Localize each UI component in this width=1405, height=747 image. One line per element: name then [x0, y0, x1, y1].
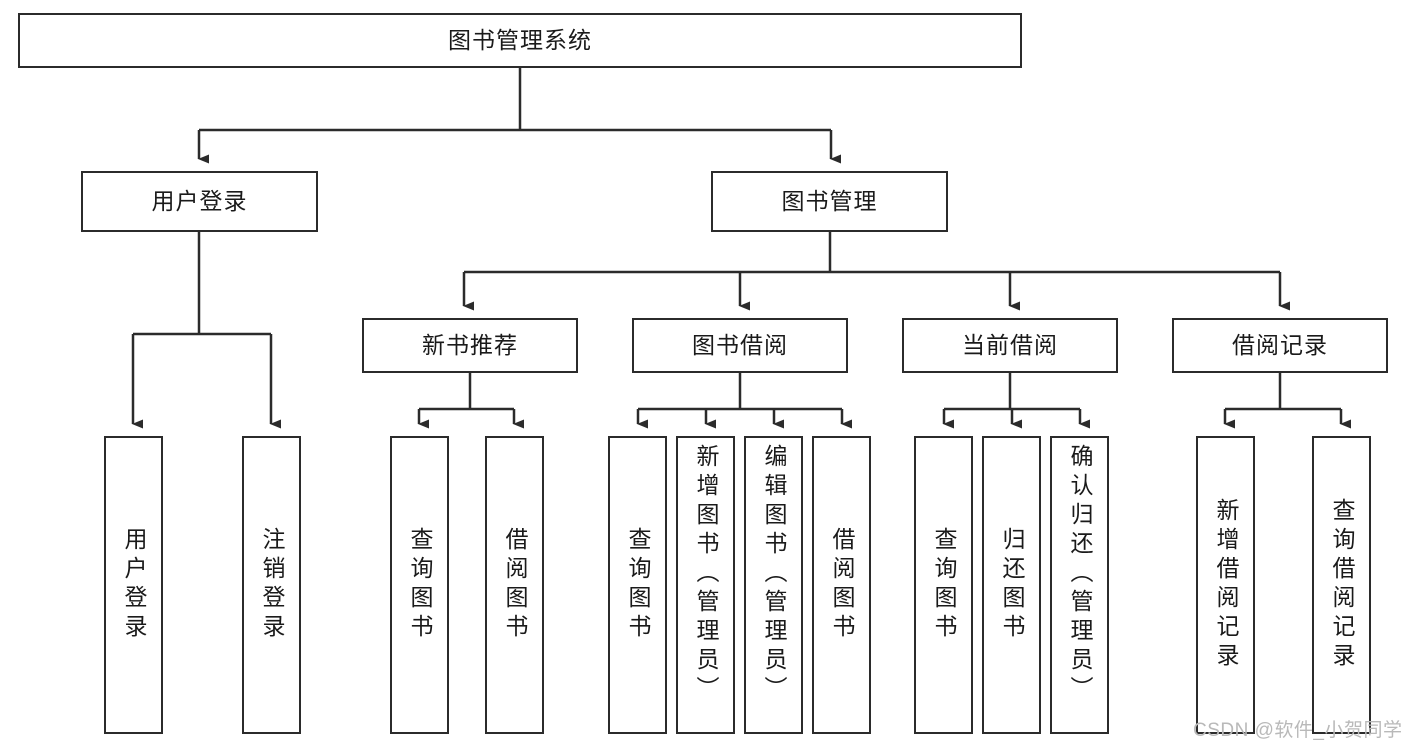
- leaf-text-wrap: 新增借阅记录: [1198, 438, 1253, 732]
- node-current-borrow[interactable]: 当前借阅: [902, 318, 1118, 373]
- watermark-text: CSDN @软件_小贺同学: [1193, 720, 1403, 741]
- node-book-borrow[interactable]: 图书借阅: [632, 318, 848, 373]
- node-label: 新增借阅记录: [1213, 498, 1239, 672]
- leaf-borrow-query-book[interactable]: 查询图书: [608, 436, 667, 734]
- leaf-text-wrap: 查询图书: [916, 438, 971, 732]
- node-root-system[interactable]: 图书管理系统: [18, 13, 1022, 68]
- leaf-text-wrap: 归还图书: [984, 438, 1039, 732]
- node-label: 图书管理系统: [448, 27, 592, 54]
- node-label: 用户登录: [121, 527, 147, 643]
- leaf-text-wrap: 注销登录: [244, 438, 299, 732]
- leaf-text-wrap: 查询图书: [392, 438, 447, 732]
- leaf-text-wrap: 借阅图书: [814, 438, 869, 732]
- node-label: 确认归还（管理员）: [1067, 444, 1093, 705]
- node-label: 图书管理: [781, 188, 878, 215]
- leaf-current-confirm-return-admin[interactable]: 确认归还（管理员）: [1050, 436, 1109, 734]
- node-label: 编辑图书（管理员）: [761, 444, 787, 705]
- node-label: 新书推荐: [422, 332, 518, 359]
- leaf-current-return-book[interactable]: 归还图书: [982, 436, 1041, 734]
- leaf-recommend-borrow-book[interactable]: 借阅图书: [485, 436, 544, 734]
- leaf-text-wrap: 借阅图书: [487, 438, 542, 732]
- leaf-recommend-query-book[interactable]: 查询图书: [390, 436, 449, 734]
- leaf-borrow-edit-book-admin[interactable]: 编辑图书（管理员）: [744, 436, 803, 734]
- node-label: 当前借阅: [962, 332, 1058, 359]
- node-label: 新增图书（管理员）: [693, 444, 719, 705]
- node-label: 查询图书: [407, 527, 433, 643]
- leaf-current-query-book[interactable]: 查询图书: [914, 436, 973, 734]
- node-label: 用户登录: [151, 188, 248, 215]
- leaf-text-wrap: 查询借阅记录: [1314, 438, 1369, 732]
- node-borrow-record[interactable]: 借阅记录: [1172, 318, 1388, 373]
- node-label: 注销登录: [259, 527, 285, 643]
- node-label: 查询借阅记录: [1329, 498, 1355, 672]
- node-book-management[interactable]: 图书管理: [711, 171, 948, 232]
- leaf-borrow-add-book-admin[interactable]: 新增图书（管理员）: [676, 436, 735, 734]
- leaf-text-wrap: 新增图书（管理员）: [678, 438, 733, 738]
- leaf-user-login-signin[interactable]: 用户登录: [104, 436, 163, 734]
- leaf-text-wrap: 确认归还（管理员）: [1052, 438, 1107, 738]
- leaf-text-wrap: 用户登录: [106, 438, 161, 732]
- node-label: 借阅图书: [829, 527, 855, 643]
- node-label: 查询图书: [931, 527, 957, 643]
- leaf-text-wrap: 编辑图书（管理员）: [746, 438, 801, 738]
- leaf-user-login-signout[interactable]: 注销登录: [242, 436, 301, 734]
- node-label: 图书借阅: [692, 332, 788, 359]
- leaf-text-wrap: 查询图书: [610, 438, 665, 732]
- node-new-book-recommend[interactable]: 新书推荐: [362, 318, 578, 373]
- leaf-record-query-record[interactable]: 查询借阅记录: [1312, 436, 1371, 734]
- node-label: 归还图书: [999, 527, 1025, 643]
- node-label: 借阅记录: [1232, 332, 1328, 359]
- node-label: 查询图书: [625, 527, 651, 643]
- leaf-borrow-borrow-book[interactable]: 借阅图书: [812, 436, 871, 734]
- node-label: 借阅图书: [502, 527, 528, 643]
- leaf-record-add-record[interactable]: 新增借阅记录: [1196, 436, 1255, 734]
- node-user-login[interactable]: 用户登录: [81, 171, 318, 232]
